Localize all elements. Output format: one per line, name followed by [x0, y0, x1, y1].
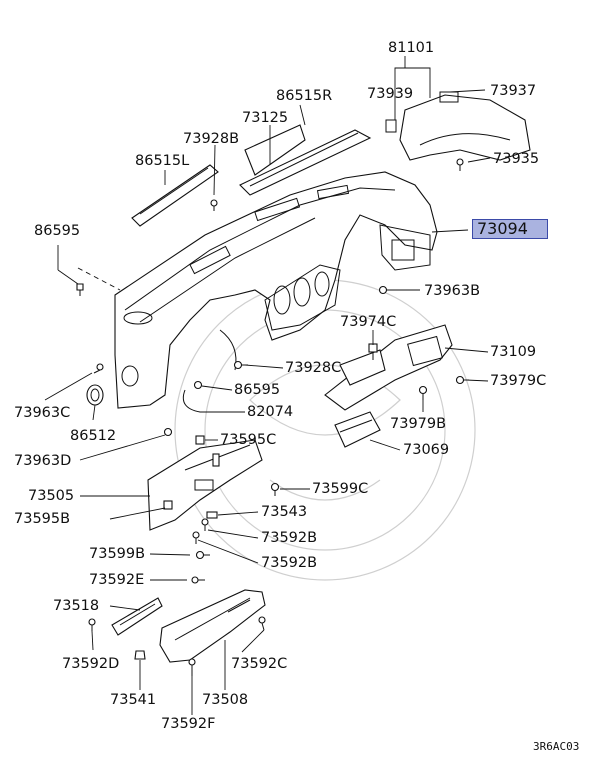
part-label-73543: 73543: [261, 504, 308, 520]
switch-73069: [334, 411, 381, 448]
part-label-82074: 82074: [247, 404, 294, 420]
part-label-73595C: 73595C: [220, 432, 277, 448]
leader-lines: [44, 56, 491, 715]
part-label-73963D: 73963D: [14, 453, 72, 469]
part-label-73928B: 73928B: [183, 131, 240, 147]
part-label-73974C: 73974C: [340, 314, 397, 330]
part-label-73508: 73508: [202, 692, 249, 708]
part-label-73592B-upper: 73592B: [261, 530, 318, 546]
part-label-73592D: 73592D: [62, 656, 120, 672]
diagram-code: 3R6AC03: [533, 740, 580, 753]
part-label-86515R: 86515R: [276, 88, 333, 104]
part-label-73518: 73518: [53, 598, 100, 614]
part-label-73094[interactable]: 73094: [472, 219, 548, 239]
part-label-73937: 73937: [490, 83, 537, 99]
part-label-73963B: 73963B: [424, 283, 481, 299]
meter-hood: [385, 91, 531, 161]
part-label-73935: 73935: [493, 151, 540, 167]
part-label-73505: 73505: [28, 488, 75, 504]
glove-box-rail: [111, 597, 163, 636]
part-label-73928C: 73928C: [285, 360, 342, 376]
part-label-81101: 81101: [388, 40, 435, 56]
part-label-73125: 73125: [242, 110, 289, 126]
fasteners: [76, 158, 469, 676]
part-label-73541: 73541: [110, 692, 157, 708]
part-label-73979B: 73979B: [390, 416, 447, 432]
lower-panel: [147, 439, 263, 531]
part-label-73109: 73109: [490, 344, 537, 360]
glove-box: [159, 589, 266, 663]
part-label-86595-top: 86595: [34, 223, 81, 239]
part-label-73939: 73939: [367, 86, 414, 102]
part-label-73592E: 73592E: [89, 572, 145, 588]
part-label-73979C: 73979C: [490, 373, 547, 389]
center-panel: [324, 324, 453, 411]
part-label-73963C: 73963C: [14, 405, 71, 421]
part-label-73069: 73069: [403, 442, 450, 458]
defroster-grilles: [131, 124, 372, 227]
part-label-73599B: 73599B: [89, 546, 146, 562]
part-label-73592C: 73592C: [231, 656, 288, 672]
part-label-73599C: 73599C: [312, 481, 369, 497]
part-label-73592B-lower: 73592B: [261, 555, 318, 571]
bracket-82074: [182, 389, 245, 413]
part-label-86595-mid: 86595: [234, 382, 281, 398]
part-label-73592F: 73592F: [161, 716, 216, 732]
part-label-73595B: 73595B: [14, 511, 71, 527]
part-label-86515L: 86515L: [135, 153, 190, 169]
part-label-86512: 86512: [70, 428, 117, 444]
